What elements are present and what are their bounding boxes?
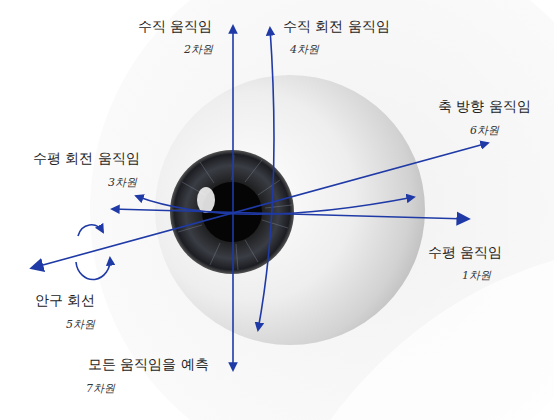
motion-label: 수평 회전 움직임 bbox=[33, 150, 140, 167]
dimension-note: 2차원 bbox=[184, 43, 213, 56]
dimension-note: 7차원 bbox=[86, 382, 115, 395]
motion-label: 안구 회선 bbox=[35, 292, 95, 309]
motion-label: 수평 움직임 bbox=[428, 244, 502, 261]
dimension-note: 4차원 bbox=[290, 43, 319, 56]
dimension-note: 1차원 bbox=[462, 269, 491, 282]
dimension-note: 5차원 bbox=[66, 318, 95, 331]
dimension-note: 6차원 bbox=[470, 124, 499, 137]
motion-label: 모든 움직임을 예측 bbox=[88, 356, 209, 373]
motion-label: 축 방향 움직임 bbox=[438, 98, 531, 115]
dimension-note: 3차원 bbox=[108, 176, 137, 189]
motion-label: 수직 움직임 bbox=[138, 18, 212, 35]
motion-label: 수직 회전 움직임 bbox=[283, 18, 390, 35]
